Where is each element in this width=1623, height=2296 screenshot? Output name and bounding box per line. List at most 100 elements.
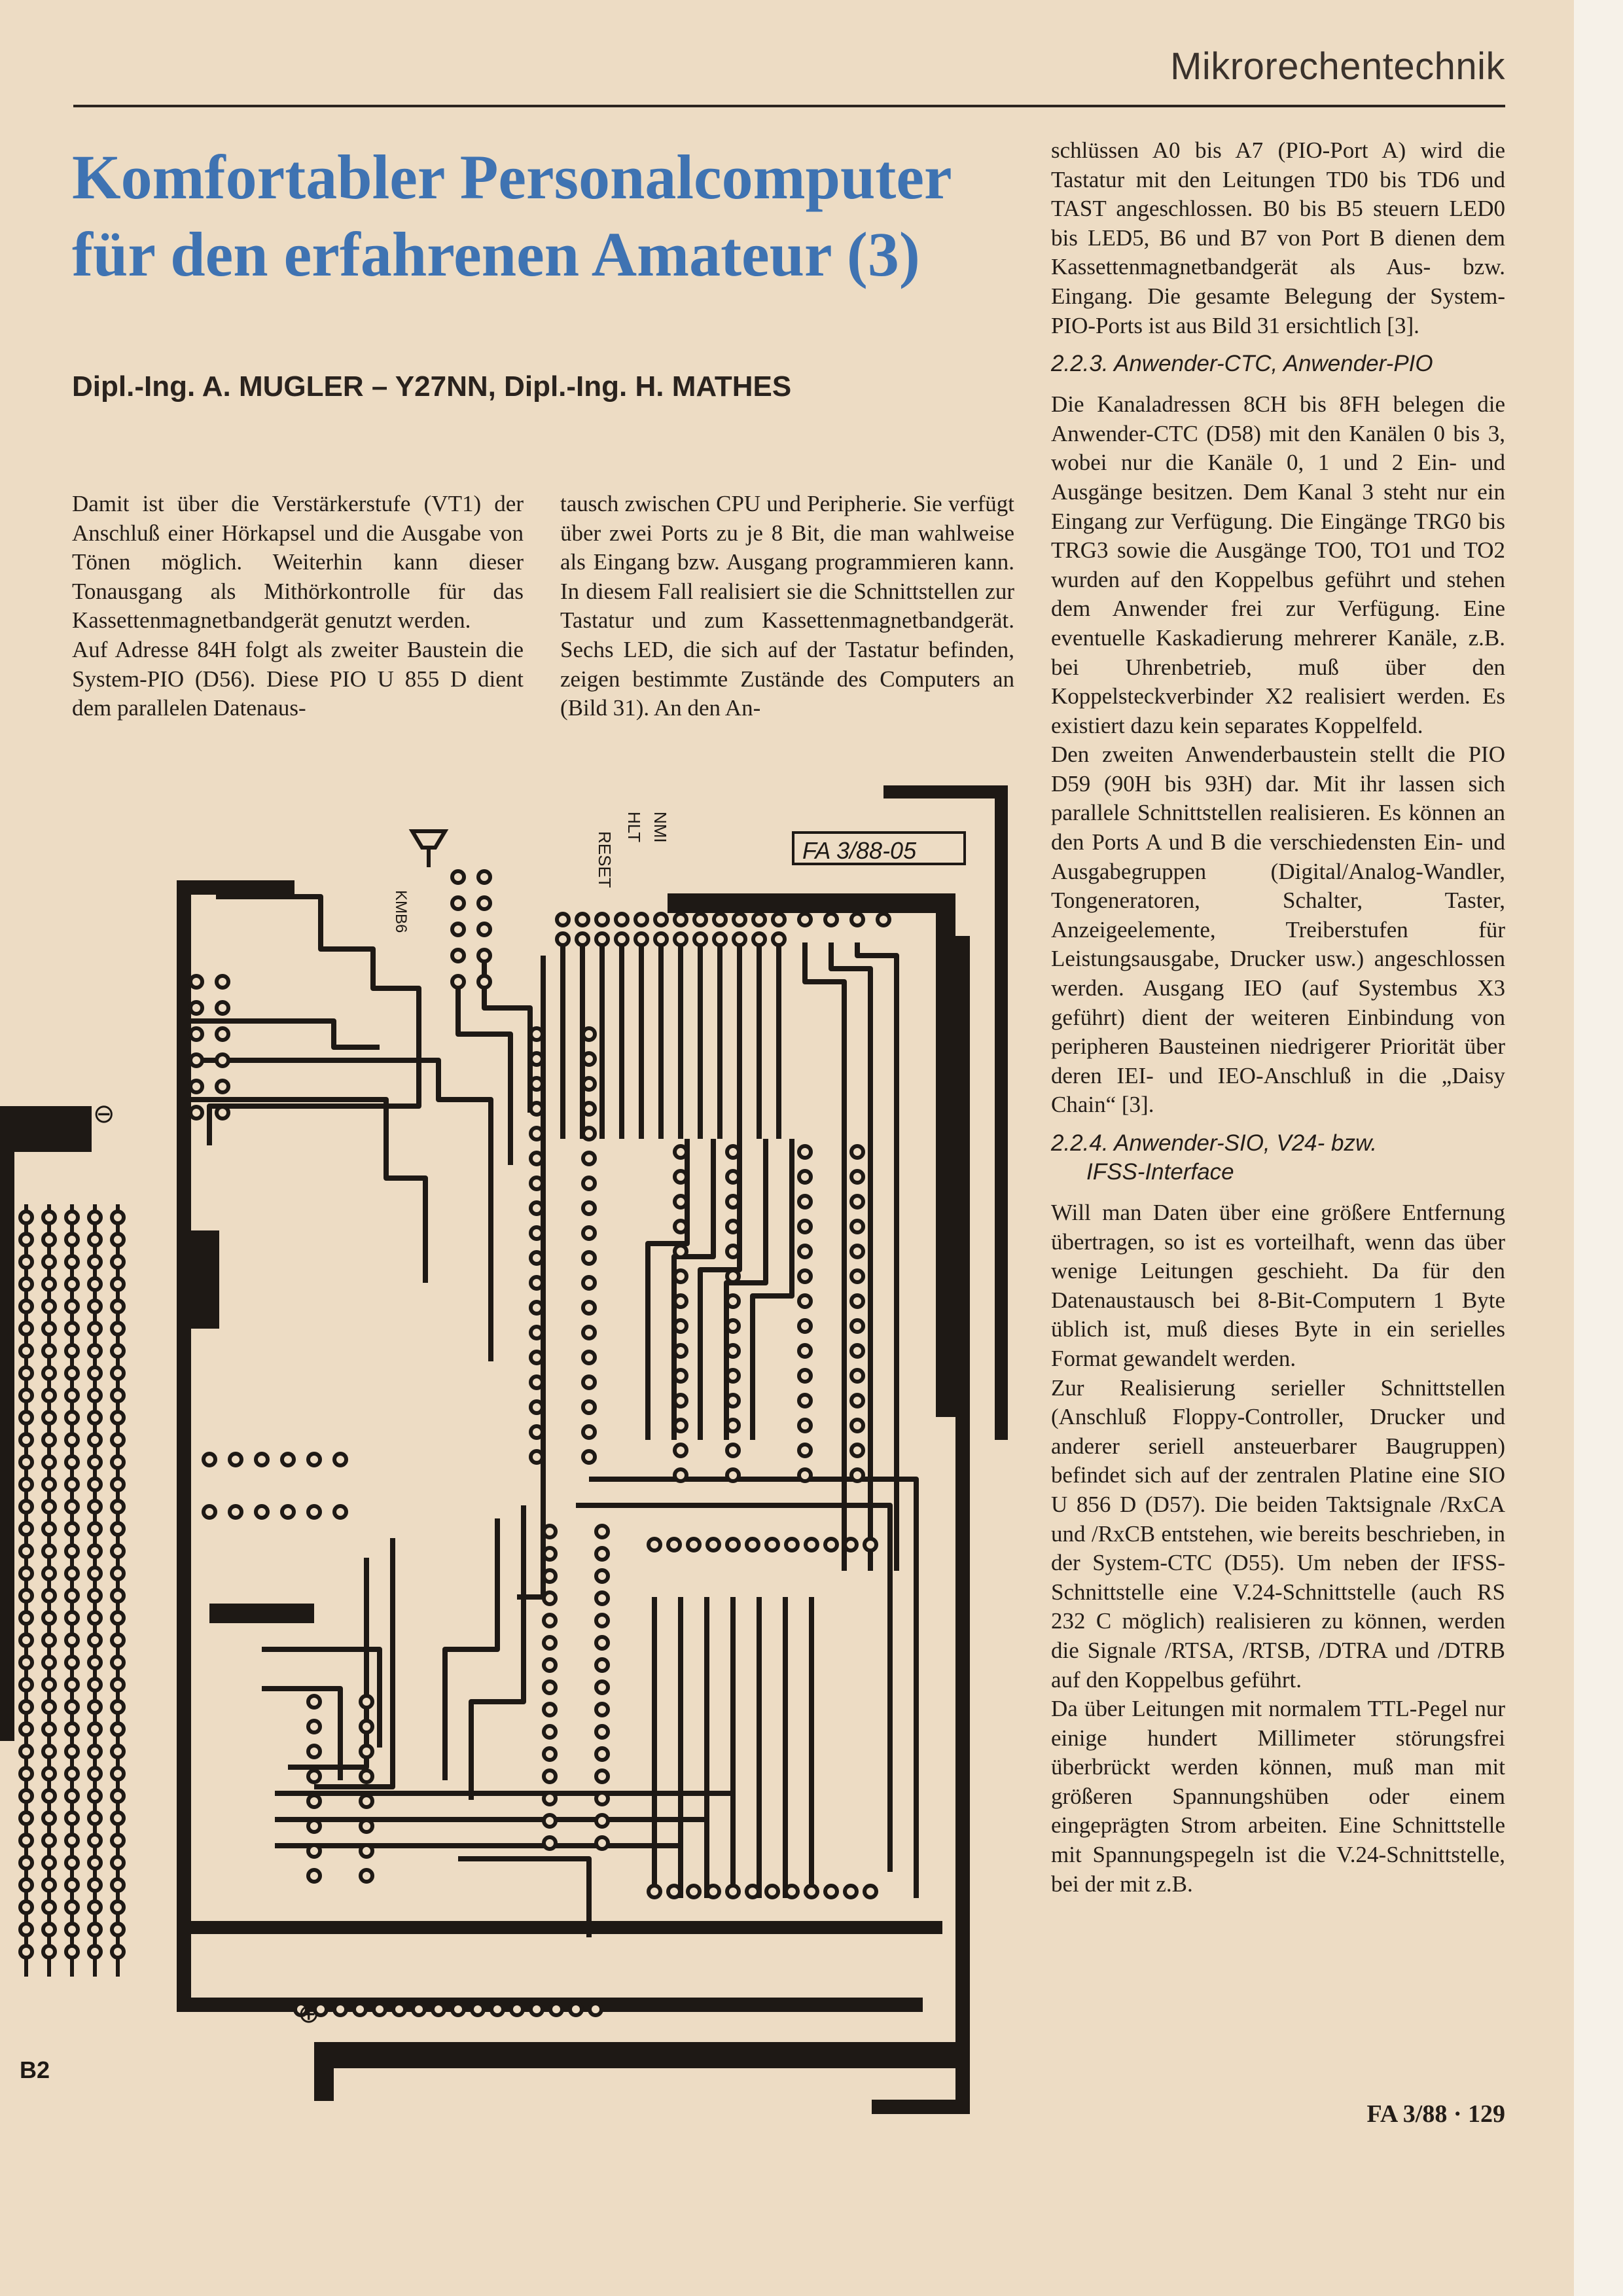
pad <box>18 1477 34 1492</box>
pad <box>594 1524 610 1539</box>
pad <box>529 1275 544 1291</box>
pad <box>529 1399 544 1415</box>
pad <box>18 1210 34 1225</box>
pad <box>529 1126 544 1141</box>
pad <box>581 1325 597 1340</box>
pad <box>87 1321 103 1336</box>
pad <box>306 1868 322 1884</box>
pad <box>41 1788 57 1804</box>
pad <box>594 1590 610 1606</box>
pad <box>450 895 466 911</box>
pad <box>542 1702 558 1717</box>
pad <box>87 1543 103 1559</box>
pad <box>647 1537 662 1552</box>
pad <box>18 1454 34 1470</box>
pad <box>581 1250 597 1266</box>
pad <box>529 1151 544 1166</box>
pad <box>306 1694 322 1710</box>
pad <box>110 1343 126 1359</box>
pad <box>673 1293 688 1309</box>
pad <box>41 1588 57 1604</box>
pad <box>732 931 747 947</box>
pad <box>64 1677 80 1693</box>
pad <box>18 1321 34 1336</box>
pad <box>18 1543 34 1559</box>
section-label: Mikrorechentechnik <box>1170 45 1505 88</box>
pad <box>542 1835 558 1851</box>
pad <box>555 912 571 927</box>
pad <box>202 1452 217 1467</box>
pad <box>18 1922 34 1937</box>
pad <box>843 1537 859 1552</box>
pad <box>215 1052 230 1068</box>
pad <box>87 1365 103 1381</box>
pad <box>529 1325 544 1340</box>
pad <box>529 1225 544 1241</box>
pad <box>87 1343 103 1359</box>
pad <box>306 1793 322 1809</box>
pad <box>529 2001 544 2017</box>
pad <box>581 1026 597 1042</box>
pad <box>64 1810 80 1826</box>
pad <box>849 1219 865 1234</box>
left-edge-pads <box>18 1210 126 1960</box>
pad <box>581 1424 597 1440</box>
pad <box>110 1543 126 1559</box>
pad <box>280 1504 296 1520</box>
pad <box>64 1521 80 1537</box>
pad <box>849 1467 865 1483</box>
pad <box>823 912 839 927</box>
pad <box>41 1299 57 1314</box>
pad <box>18 1410 34 1426</box>
pad <box>41 1477 57 1492</box>
pad <box>529 1200 544 1216</box>
pad <box>359 1843 374 1859</box>
pad <box>673 1393 688 1408</box>
pad <box>41 1454 57 1470</box>
pad <box>509 2001 525 2017</box>
pad <box>64 1877 80 1893</box>
pad <box>581 1200 597 1216</box>
pad <box>110 1521 126 1537</box>
pad <box>215 1105 230 1121</box>
pad <box>87 1877 103 1893</box>
pad <box>41 1210 57 1225</box>
pad <box>529 1175 544 1191</box>
pad <box>110 1365 126 1381</box>
pad <box>431 2001 446 2017</box>
pad <box>359 1768 374 1784</box>
pad <box>673 1318 688 1334</box>
pad <box>633 912 649 927</box>
pad <box>797 1293 813 1309</box>
pad <box>849 1318 865 1334</box>
pad <box>542 1524 558 1539</box>
pad <box>280 1452 296 1467</box>
pad <box>725 1318 741 1334</box>
pad <box>359 1694 374 1710</box>
pad <box>87 1477 103 1492</box>
pad <box>725 1268 741 1284</box>
pad <box>110 1699 126 1715</box>
pad <box>784 1884 800 1899</box>
pad <box>110 1210 126 1225</box>
pad <box>673 1368 688 1384</box>
pad <box>87 1766 103 1782</box>
pad <box>306 1452 322 1467</box>
pad <box>18 1788 34 1804</box>
pad <box>529 1350 544 1365</box>
pad <box>633 931 649 947</box>
pad <box>725 1467 741 1483</box>
pad <box>712 912 728 927</box>
pad <box>332 1504 348 1520</box>
pad <box>306 1719 322 1734</box>
pad <box>110 1788 126 1804</box>
pad <box>725 1194 741 1210</box>
pad <box>705 1884 721 1899</box>
pad <box>666 1537 682 1552</box>
pad <box>673 1219 688 1234</box>
pad <box>529 1424 544 1440</box>
pad <box>450 922 466 937</box>
pad <box>359 1793 374 1809</box>
text-column-3: schlüssen A0 bis A7 (PIO-Port A) wird di… <box>1051 136 1505 1899</box>
title-line-1: Komfortabler Personalcomputer <box>72 142 952 212</box>
